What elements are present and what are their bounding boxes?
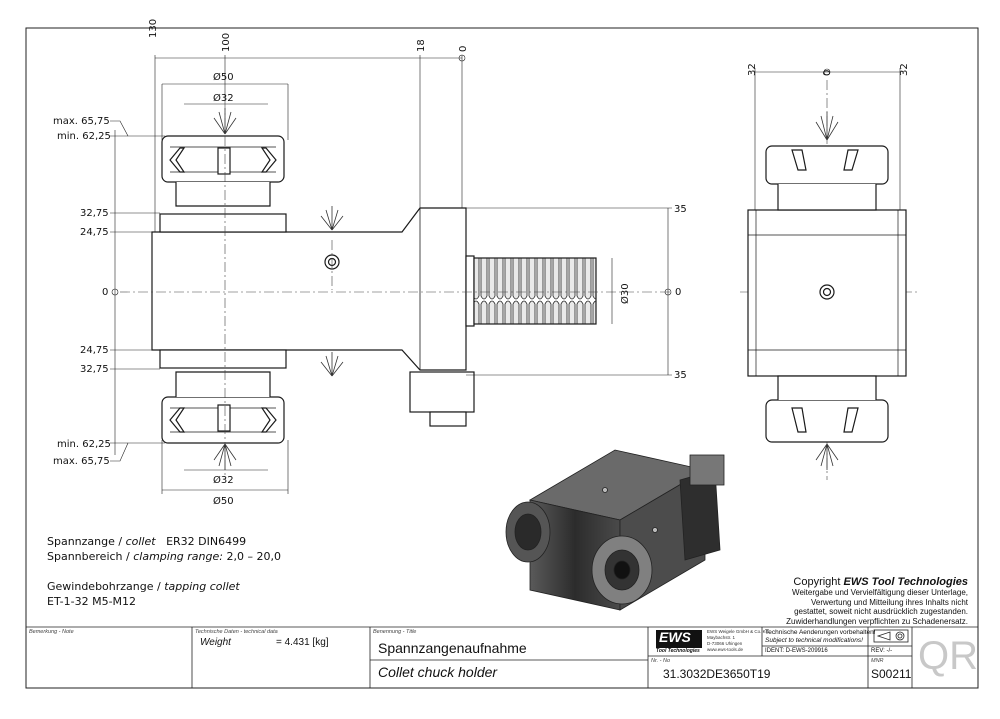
dim-max-top: max. 65,75 (53, 116, 110, 127)
qr-mark: QR (918, 634, 978, 678)
mnr-label: MNR (871, 658, 884, 664)
company-line: Maybachstr. 1 (707, 635, 736, 640)
drawing-number: 31.3032DE3650T19 (663, 667, 771, 681)
threaded-shank (473, 257, 597, 325)
title-de: Spannzangenaufnahme (378, 640, 527, 656)
dim-diam50-bottom: Ø50 (213, 496, 234, 507)
weight-value: = 4.431 [kg] (276, 637, 329, 648)
side-dim-32-right: 32 (899, 63, 910, 76)
title-block-grid (26, 626, 978, 688)
note-collet: Spannzange / collet ER32 DIN6499 (47, 534, 246, 549)
dim-diam32-top: Ø32 (213, 93, 234, 104)
copyright-line: Verwertung und Mitteilung ihres Inhalts … (811, 597, 968, 607)
note-clamping-range: Spannbereich / clamping range: 2,0 – 20,… (47, 549, 281, 564)
dim-3275-top: 32,75 (80, 208, 109, 219)
note-tapping: Gewindebohrzange / tapping collet (47, 579, 240, 594)
number-label: Nr. - No (651, 658, 671, 664)
dim-35-bottom: 35 (674, 370, 687, 381)
copyright-notice: Copyright EWS Tool Technologies Weiterga… (786, 576, 968, 626)
dim-diam30: Ø30 (620, 283, 631, 304)
dim-diam32-bottom: Ø32 (213, 475, 234, 486)
dim-max-bottom: max. 65,75 (53, 456, 110, 467)
dim-0-right: 0 (675, 287, 682, 298)
title-en: Collet chuck holder (378, 664, 498, 680)
upper-flange (159, 213, 287, 233)
ews-logo-box (656, 630, 702, 648)
projection-symbol (876, 631, 905, 641)
dim-35-top: 35 (674, 204, 687, 215)
dim-2475-bottom: 24,75 (80, 345, 109, 356)
side-dim-32-left: 32 (747, 63, 758, 76)
mnr-value: S00211 (871, 667, 912, 681)
note-tapping-spec: ET-1-32 M5-M12 (47, 595, 137, 608)
adjust-block (409, 371, 475, 413)
ident: IDENT: D-EWS-209916 (765, 648, 828, 654)
company-line: www.ews-tools.de (707, 647, 744, 652)
copyright-brand: EWS Tool Technologies (843, 576, 968, 588)
tapping-label-de: Gewindebohrzange / (47, 580, 161, 593)
company-line: EWS Weigele GmbH & Co. KG (707, 629, 770, 634)
title-label: Benennung - Title (373, 629, 417, 635)
sheet-frame (25, 27, 979, 689)
copyright-line: Weitergabe und Vervielfältigung dieser U… (792, 588, 968, 597)
dim-2475-top: 24,75 (80, 227, 109, 238)
dim-min-bottom: min. 62,25 (57, 439, 111, 450)
dim-130: 130 (148, 18, 159, 38)
change-notice-de: Technische Aenderungen vorbehalten! (765, 629, 876, 636)
dim-diam50-top: Ø50 (213, 72, 234, 83)
range-value: 2,0 – 20,0 (226, 550, 281, 563)
lower-flange (159, 349, 287, 369)
side-dim-0: 0 (822, 69, 833, 76)
revision: REV: -/- (871, 648, 893, 654)
collet-spec: ER32 DIN6499 (166, 535, 247, 548)
dim-3275-bottom: 32,75 (80, 364, 109, 375)
isometric-render (505, 449, 725, 611)
tapping-label-en: tapping collet (164, 580, 240, 593)
ews-logo: EWS (659, 629, 691, 645)
weight-label: Weight (200, 637, 231, 648)
ews-logo-sub: Tool Technologies (656, 648, 700, 654)
range-label-en: clamping range: (133, 550, 223, 563)
dim-0-left: 0 (102, 287, 109, 298)
collet-label-de: Spannzange / (47, 535, 123, 548)
side-view (747, 145, 907, 443)
change-notice-en: Subject to technical modifications! (765, 637, 863, 644)
collet-label-en: collet (125, 535, 156, 548)
copyright-title: Copyright EWS Tool Technologies (786, 576, 968, 588)
copyright-line: gestattet, soweit nicht ausdrücklich zug… (794, 607, 968, 616)
dimension-lines (110, 54, 901, 494)
company-line: D-73066 Uhingen (707, 641, 743, 646)
copyright-line: Zuwiderhandlungen verpflichten zu Schade… (786, 616, 968, 626)
tech-data-label: Technische Daten - technical data (195, 629, 278, 635)
dim-0-top: 0 (458, 45, 469, 52)
range-label-de: Spannbereich / (47, 550, 130, 563)
front-view (151, 135, 597, 444)
dim-100: 100 (221, 32, 232, 52)
copyright-pre: Copyright (793, 576, 841, 588)
remark-label: Bemerkung - Note (29, 629, 74, 635)
dim-min-top: min. 62,25 (57, 131, 111, 142)
dim-18: 18 (416, 39, 427, 52)
